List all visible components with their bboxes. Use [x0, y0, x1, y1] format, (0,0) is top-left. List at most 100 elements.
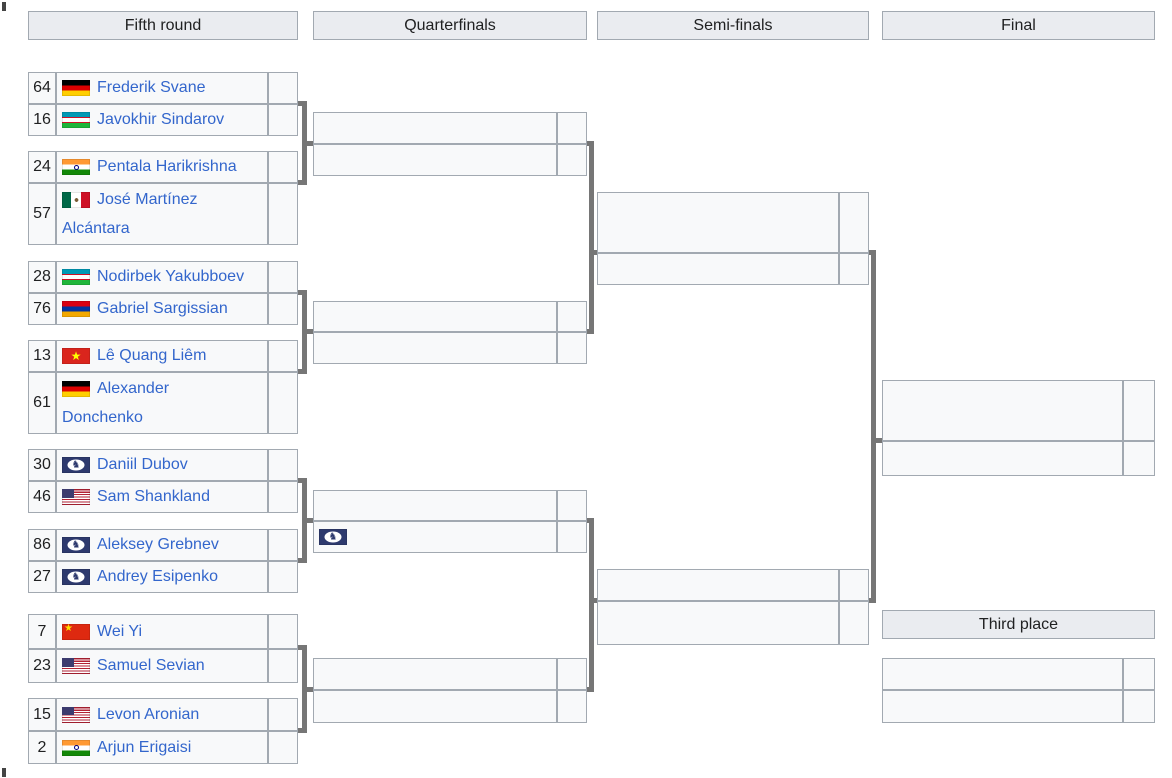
player-name-cell — [598, 254, 838, 284]
player-name-cell — [314, 145, 556, 175]
semifinals-match-1 — [597, 192, 869, 285]
score-cell — [267, 294, 297, 324]
bracket-connector — [876, 438, 882, 443]
third-place-match-1 — [882, 658, 1155, 723]
player-name-link[interactable]: Lê Quang Liêm — [97, 347, 207, 364]
score-cell — [267, 615, 297, 648]
score-cell — [267, 562, 297, 592]
bracket-connector — [589, 141, 594, 334]
player-row: 30Daniil Dubov — [29, 450, 297, 482]
player-name-link[interactable]: Levon Aronian — [97, 705, 200, 723]
score-cell — [267, 262, 297, 292]
score-cell — [267, 341, 297, 371]
bracket-connector — [302, 645, 307, 733]
seed-cell: 2 — [29, 732, 57, 763]
usa-flag — [62, 658, 90, 674]
bracket-connector — [307, 518, 313, 523]
uzbekistan-flag — [62, 112, 90, 128]
header-third-place: Third place — [882, 610, 1155, 639]
score-cell — [267, 732, 297, 763]
player-row — [314, 113, 586, 145]
germany-flag — [62, 80, 90, 96]
name-line-1: Alexander — [62, 374, 169, 403]
player-name-link[interactable]: José Martínez — [97, 191, 198, 208]
player-name-link[interactable]: Donchenko — [62, 409, 143, 426]
score-cell — [556, 491, 586, 520]
vietnam-flag — [62, 348, 90, 364]
score-cell — [1122, 659, 1154, 689]
bracket-connector — [594, 250, 597, 255]
score-cell — [267, 373, 297, 433]
score-cell — [556, 333, 586, 363]
player-name-link[interactable]: Sam Shankland — [97, 488, 210, 505]
fide-flag — [62, 569, 90, 585]
score-cell — [838, 254, 868, 284]
player-name-cell — [598, 193, 838, 252]
player-name-cell: Wei Yi — [57, 615, 267, 648]
player-name-link[interactable]: Samuel Sevian — [97, 657, 205, 674]
score-cell — [267, 73, 297, 103]
score-cell — [838, 602, 868, 644]
player-name-cell: Levon Aronian — [57, 699, 267, 730]
player-name-cell — [598, 570, 838, 600]
player-row — [314, 302, 586, 333]
player-name-link[interactable]: Aleksey Grebnev — [97, 536, 219, 553]
player-name-link[interactable]: Wei Yi — [97, 622, 143, 640]
armenia-flag — [62, 301, 90, 317]
player-name-cell: Sam Shankland — [57, 482, 267, 512]
player-name-link[interactable]: Alcántara — [62, 220, 130, 237]
player-name-cell: Daniil Dubov — [57, 450, 267, 480]
bracket-connector — [871, 250, 876, 603]
score-cell — [556, 145, 586, 175]
header-fifth-round: Fifth round — [28, 11, 298, 40]
player-name-link[interactable]: Arjun Erigaisi — [97, 738, 192, 756]
player-name-cell — [883, 442, 1122, 475]
player-name-link[interactable]: Andrey Esipenko — [97, 568, 218, 585]
player-row: 13 Lê Quang Liêm — [29, 341, 297, 373]
player-name-cell — [883, 381, 1122, 440]
player-name-cell: Nodirbek Yakubboev — [57, 262, 267, 292]
score-cell — [267, 184, 297, 244]
fide-flag — [319, 529, 347, 545]
score-cell — [556, 113, 586, 143]
player-row — [598, 193, 868, 254]
player-name-cell: Andrey Esipenko — [57, 562, 267, 592]
player-name-link[interactable]: Alexander — [97, 380, 170, 397]
player-row: 86Aleksey Grebnev — [29, 530, 297, 562]
player-row: 64 Frederik Svane — [29, 73, 297, 105]
player-name-link[interactable]: Nodirbek Yakubboev — [97, 268, 245, 285]
score-cell — [838, 193, 868, 252]
seed-cell: 64 — [29, 73, 57, 103]
score-cell — [1122, 691, 1154, 722]
player-name-cell — [314, 491, 556, 520]
player-name-link[interactable]: Daniil Dubov — [97, 456, 188, 473]
player-name-cell: Aleksey Grebnev — [57, 530, 267, 560]
score-cell — [1122, 442, 1154, 475]
score-cell — [556, 302, 586, 331]
player-row: 27Andrey Esipenko — [29, 562, 297, 592]
player-row — [314, 691, 586, 722]
player-row — [883, 691, 1154, 722]
bracket-connector — [302, 478, 307, 563]
player-name-cell — [314, 333, 556, 363]
player-name-cell — [598, 602, 838, 644]
player-row — [883, 381, 1154, 442]
player-name-link[interactable]: Pentala Harikrishna — [97, 158, 237, 175]
player-name-cell — [314, 302, 556, 331]
player-name-link[interactable]: Gabriel Sargissian — [97, 300, 228, 317]
bracket-connector — [302, 101, 307, 185]
seed-cell: 13 — [29, 341, 57, 371]
score-cell — [556, 659, 586, 689]
player-name-link[interactable]: Javokhir Sindarov — [97, 111, 225, 128]
player-name-link[interactable]: Frederik Svane — [97, 79, 206, 96]
